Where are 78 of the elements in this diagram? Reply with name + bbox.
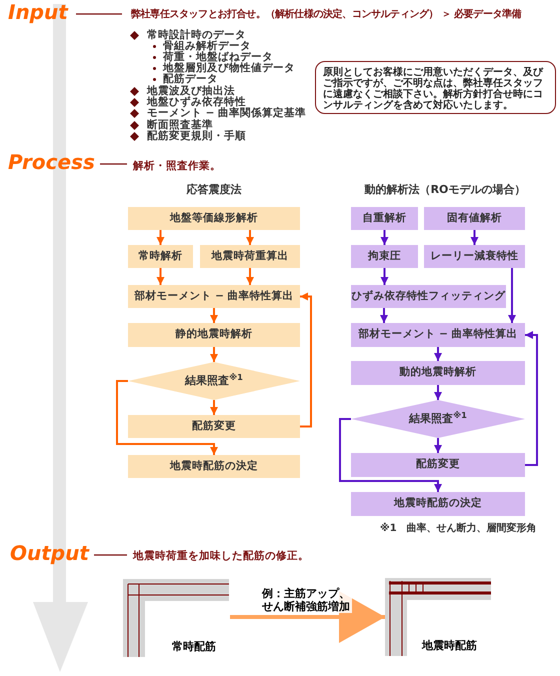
box-label: 拘束圧 (368, 248, 401, 264)
arrow (525, 331, 538, 466)
process-box (128, 323, 300, 347)
list-item: 断面照査基準 (147, 120, 213, 131)
arrow (300, 292, 312, 428)
box-label: 地震時荷重算出 (212, 248, 288, 264)
list-item: 地盤層別及び物性値データ (163, 63, 295, 74)
arrow (380, 308, 388, 323)
process-box (351, 492, 525, 516)
arrow (156, 268, 164, 285)
drawing-caption: 地震時配筋 (422, 638, 477, 654)
note-box: 原則としてお客様にご用意いただくデータ、及びご指示ですが、ご不明な点は、弊社専任スタッフに遠慮なくご相談下さい。解析方針打合せ時にコンサルティングを含めて対応いたします。 (315, 61, 556, 114)
list-item: 地盤ひずみ依存特性 (147, 97, 246, 108)
box-label: 地盤等価線形解析 (170, 210, 258, 226)
arrow (434, 438, 442, 453)
process-box (424, 245, 525, 268)
description-text: 地震時荷重を加味した配筋の修正。 (133, 549, 309, 563)
arrow (434, 385, 442, 400)
box-label: 地震時配筋の決定 (394, 496, 482, 512)
arrow (434, 347, 442, 361)
box-label: 動的地震時解析 (400, 365, 476, 380)
box-label: 常時解析 (138, 248, 182, 264)
drawing-caption: 常時配筋 (172, 638, 216, 654)
arrow (508, 268, 516, 323)
process-box (128, 245, 193, 268)
process-box (128, 285, 300, 308)
section-heading: Process (8, 152, 95, 172)
arrow (210, 400, 218, 415)
section-heading: Input (8, 2, 68, 22)
edge-label: 例：主筋アップ、せん断補強筋増加 (260, 587, 352, 613)
process-box (351, 245, 418, 268)
decision-diamond (351, 400, 525, 438)
process-box (128, 207, 300, 230)
process-box (128, 415, 300, 438)
box-label: 配筋変更 (192, 418, 236, 434)
box-label: 配筋変更 (416, 457, 460, 472)
list-item: 常時設計時のデータ (147, 30, 246, 41)
arrow (246, 268, 254, 285)
box-label: 自重解析 (362, 210, 406, 226)
decision-diamond (128, 362, 300, 400)
process-box (424, 207, 525, 230)
box-label: 部材モーメント − 曲率特性算出 (358, 327, 518, 342)
list-item: 地震波及び抽出法 (147, 86, 235, 97)
diamond-label: 結果照査$^{※1}$ (185, 372, 243, 389)
process-box (351, 453, 525, 477)
box-label: 固有値解析 (447, 210, 502, 226)
process-box (351, 285, 506, 308)
process-box (351, 207, 418, 230)
section-heading: Output (10, 543, 89, 563)
list-item: 骨組み解析データ (163, 41, 251, 52)
footnote: ※1 曲率、せん断力、層間変形角 (380, 521, 537, 536)
process-box (351, 323, 525, 347)
arrow (210, 347, 218, 362)
arrow (116, 380, 218, 455)
arrow (210, 308, 218, 323)
arrow (470, 230, 478, 245)
list-item: 配筋変更規則・手順 (147, 131, 246, 142)
arrow (246, 230, 254, 245)
arrow (380, 230, 388, 245)
box-label: 地震時配筋の決定 (170, 458, 258, 474)
column-heading: 応答震度法 (186, 182, 242, 198)
description-text: 解析・照査作業。 (133, 159, 221, 173)
box-label: 部材モーメント − 曲率特性算出 (134, 288, 294, 304)
diamond-label: 結果照査$^{※1}$ (409, 410, 467, 427)
arrow (156, 230, 164, 245)
list-item: 配筋データ (163, 74, 218, 85)
arrow (339, 418, 442, 492)
description-text: 弊社専任スタッフとお打合せ。（解析仕様の決定、コンサルティング） ＞ 必要データ準備 (131, 8, 522, 22)
process-box (200, 245, 300, 268)
column-heading: 動的解析法（ROモデルの場合） (364, 182, 526, 198)
process-box (128, 455, 300, 478)
box-label: ひずみ依存特性フィッティング (352, 288, 506, 304)
arrow (380, 268, 388, 285)
box-label: 静的地震時解析 (176, 327, 252, 342)
process-box (351, 361, 525, 385)
list-item: 荷重・地盤ばねデータ (163, 52, 273, 63)
box-label: レーリー減衰特性 (430, 248, 518, 264)
list-item: モーメント − 曲率関係算定基準 (147, 108, 306, 119)
